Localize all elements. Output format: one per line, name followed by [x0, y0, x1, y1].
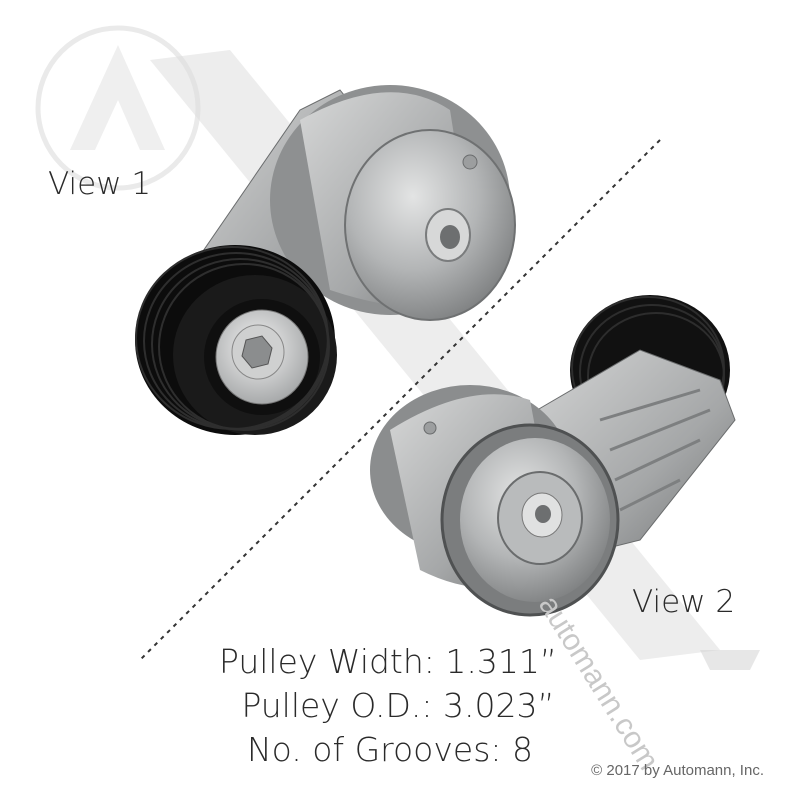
copyright-text: © 2017 by Automann, Inc.	[591, 762, 764, 779]
tensioner-view-2	[370, 295, 736, 617]
watermark-usa-badge	[700, 650, 760, 670]
watermark-logo	[35, 25, 201, 191]
view-2-label: View 2	[632, 584, 736, 620]
spec-pulley-od: Pulley O.D.: 3.023”	[241, 686, 555, 725]
spec-grooves: No. of Grooves: 8	[247, 730, 533, 769]
tensioner-view-1	[135, 85, 516, 435]
divider-line	[139, 139, 661, 661]
spec-pulley-width: Pulley Width: 1.311”	[219, 642, 557, 681]
view-1-label: View 1	[48, 166, 152, 202]
